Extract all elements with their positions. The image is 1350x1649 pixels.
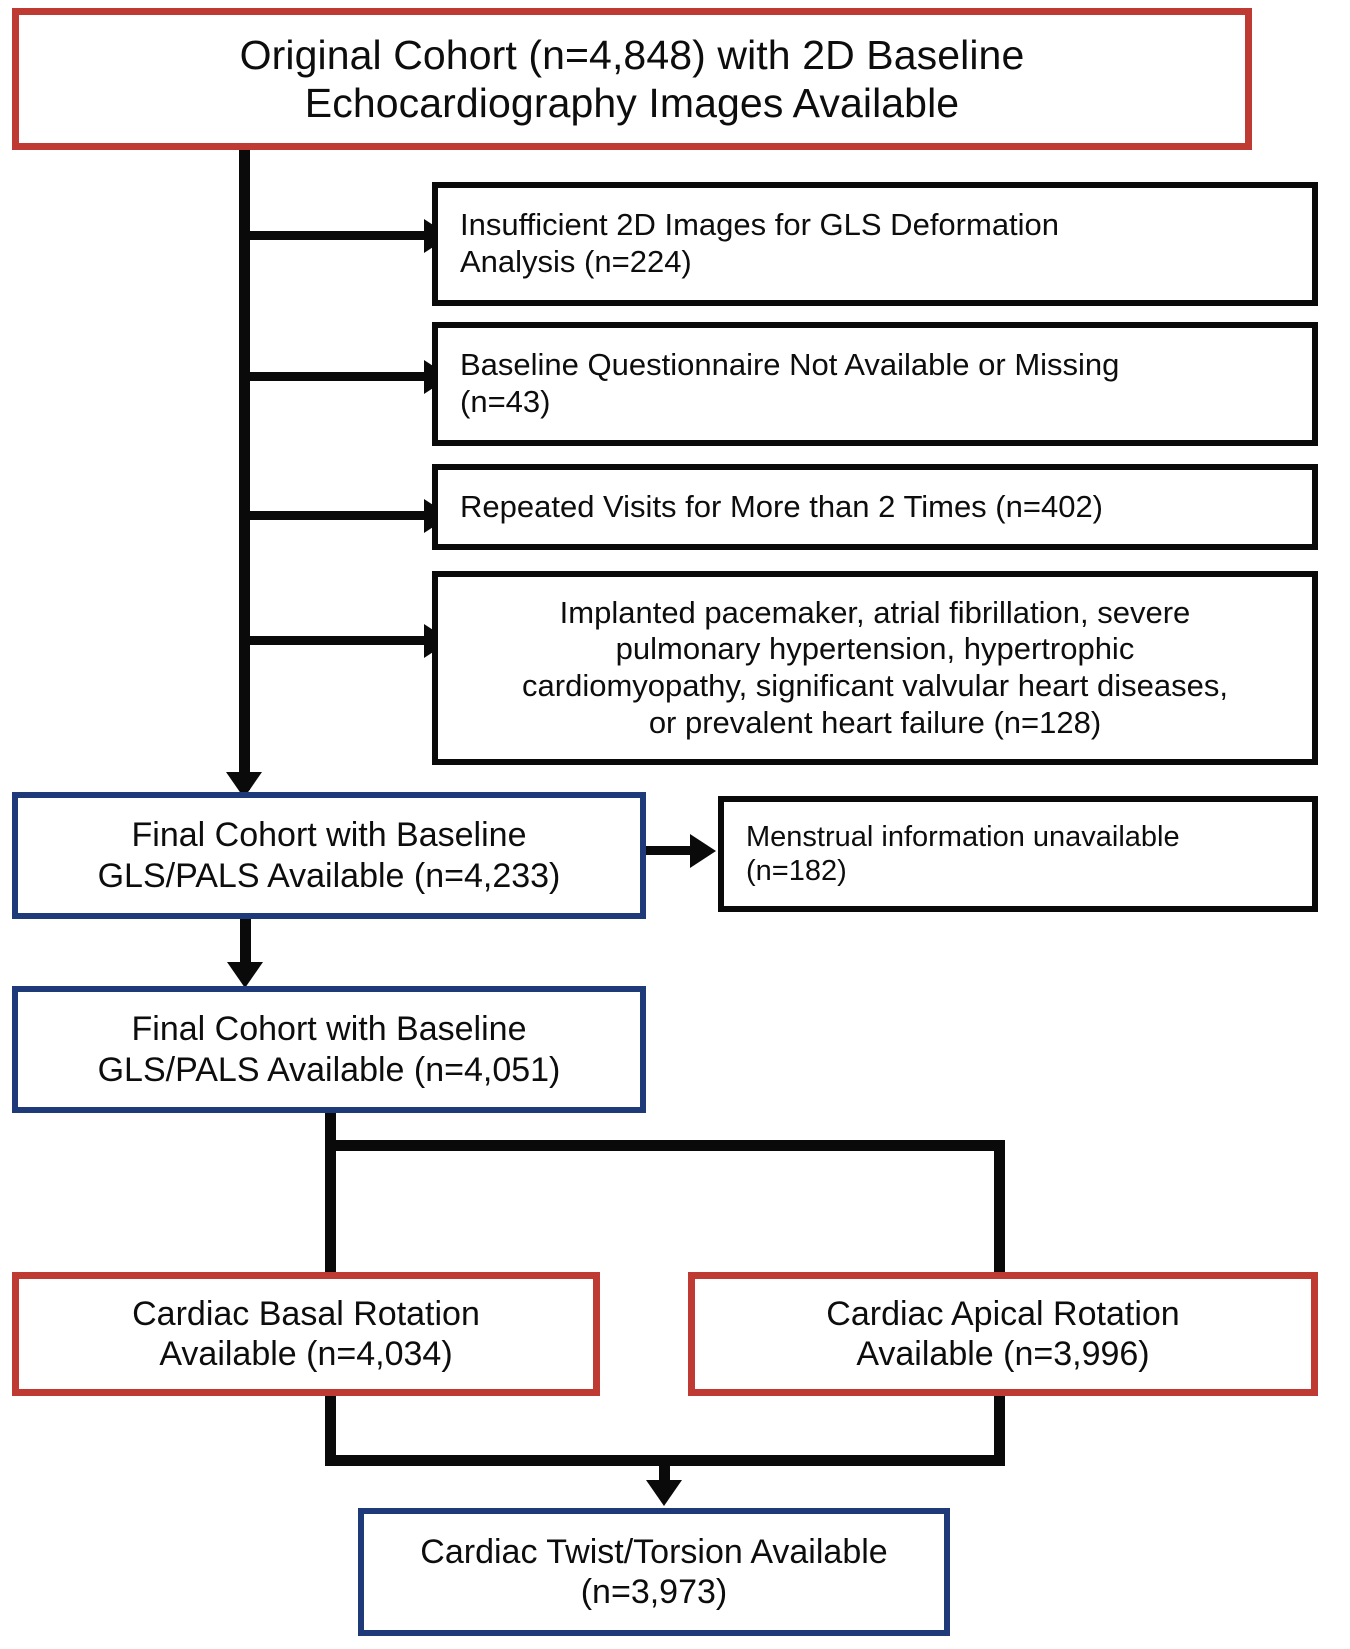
node-apical-rotation-label: Cardiac Apical Rotation Available (n=3,9… <box>826 1294 1180 1373</box>
node-final-cohort-gls-pals-2: Final Cohort with Baseline GLS/PALS Avai… <box>12 986 646 1113</box>
node-exclusion-2-label: Baseline Questionnaire Not Available or … <box>460 347 1120 419</box>
branch-arrow-exclusion-menstrual <box>690 834 716 868</box>
node-exclusion-insufficient-images: Insufficient 2D Images for GLS Deformati… <box>432 182 1318 306</box>
branch-line-exclusion-3 <box>248 511 428 520</box>
split-horizontal-bar <box>325 1140 1005 1151</box>
node-cardiac-basal-rotation: Cardiac Basal Rotation Available (n=4,03… <box>12 1272 600 1396</box>
trunk-vertical-main <box>239 150 250 790</box>
split-leg-left-basal <box>325 1140 336 1277</box>
node-exclusion-5-label: Menstrual information unavailable (n=182… <box>746 820 1180 887</box>
node-exclusion-1-label: Insufficient 2D Images for GLS Deformati… <box>460 207 1060 279</box>
split-stem-from-final-cohort-2 <box>325 1113 336 1147</box>
connector-final-cohort-1-to-2 <box>240 919 251 971</box>
node-exclusion-menstrual-info: Menstrual information unavailable (n=182… <box>718 796 1318 912</box>
arrow-merge-to-twist <box>646 1480 682 1506</box>
node-cardiac-apical-rotation: Cardiac Apical Rotation Available (n=3,9… <box>688 1272 1318 1396</box>
node-exclusion-4-label: Implanted pacemaker, atrial fibrillation… <box>522 594 1228 740</box>
node-exclusion-repeated-visits: Repeated Visits for More than 2 Times (n… <box>432 464 1318 550</box>
node-original-cohort: Original Cohort (n=4,848) with 2D Baseli… <box>12 8 1252 150</box>
node-basal-rotation-label: Cardiac Basal Rotation Available (n=4,03… <box>132 1294 480 1373</box>
node-final-cohort-1-label: Final Cohort with Baseline GLS/PALS Avai… <box>97 816 561 895</box>
node-original-cohort-label: Original Cohort (n=4,848) with 2D Baseli… <box>239 31 1025 126</box>
branch-line-exclusion-1 <box>248 231 428 240</box>
merge-leg-left-basal <box>325 1396 336 1464</box>
node-exclusion-questionnaire-missing: Baseline Questionnaire Not Available or … <box>432 322 1318 446</box>
merge-leg-right-apical <box>994 1396 1005 1464</box>
branch-line-exclusion-menstrual <box>646 846 694 855</box>
node-final-cohort-gls-pals-1: Final Cohort with Baseline GLS/PALS Avai… <box>12 792 646 919</box>
node-twist-torsion-label: Cardiac Twist/Torsion Available (n=3,973… <box>420 1532 888 1611</box>
split-leg-right-apical <box>994 1140 1005 1277</box>
node-final-cohort-2-label: Final Cohort with Baseline GLS/PALS Avai… <box>97 1010 561 1089</box>
merge-stem-to-twist <box>659 1455 670 1488</box>
branch-line-exclusion-2 <box>248 372 428 381</box>
node-exclusion-3-label: Repeated Visits for More than 2 Times (n… <box>460 488 1104 524</box>
node-exclusion-cardiac-conditions: Implanted pacemaker, atrial fibrillation… <box>432 571 1318 765</box>
arrow-final-cohort-1-to-2 <box>227 962 263 988</box>
node-cardiac-twist-torsion: Cardiac Twist/Torsion Available (n=3,973… <box>358 1508 950 1636</box>
branch-line-exclusion-4 <box>248 636 428 645</box>
